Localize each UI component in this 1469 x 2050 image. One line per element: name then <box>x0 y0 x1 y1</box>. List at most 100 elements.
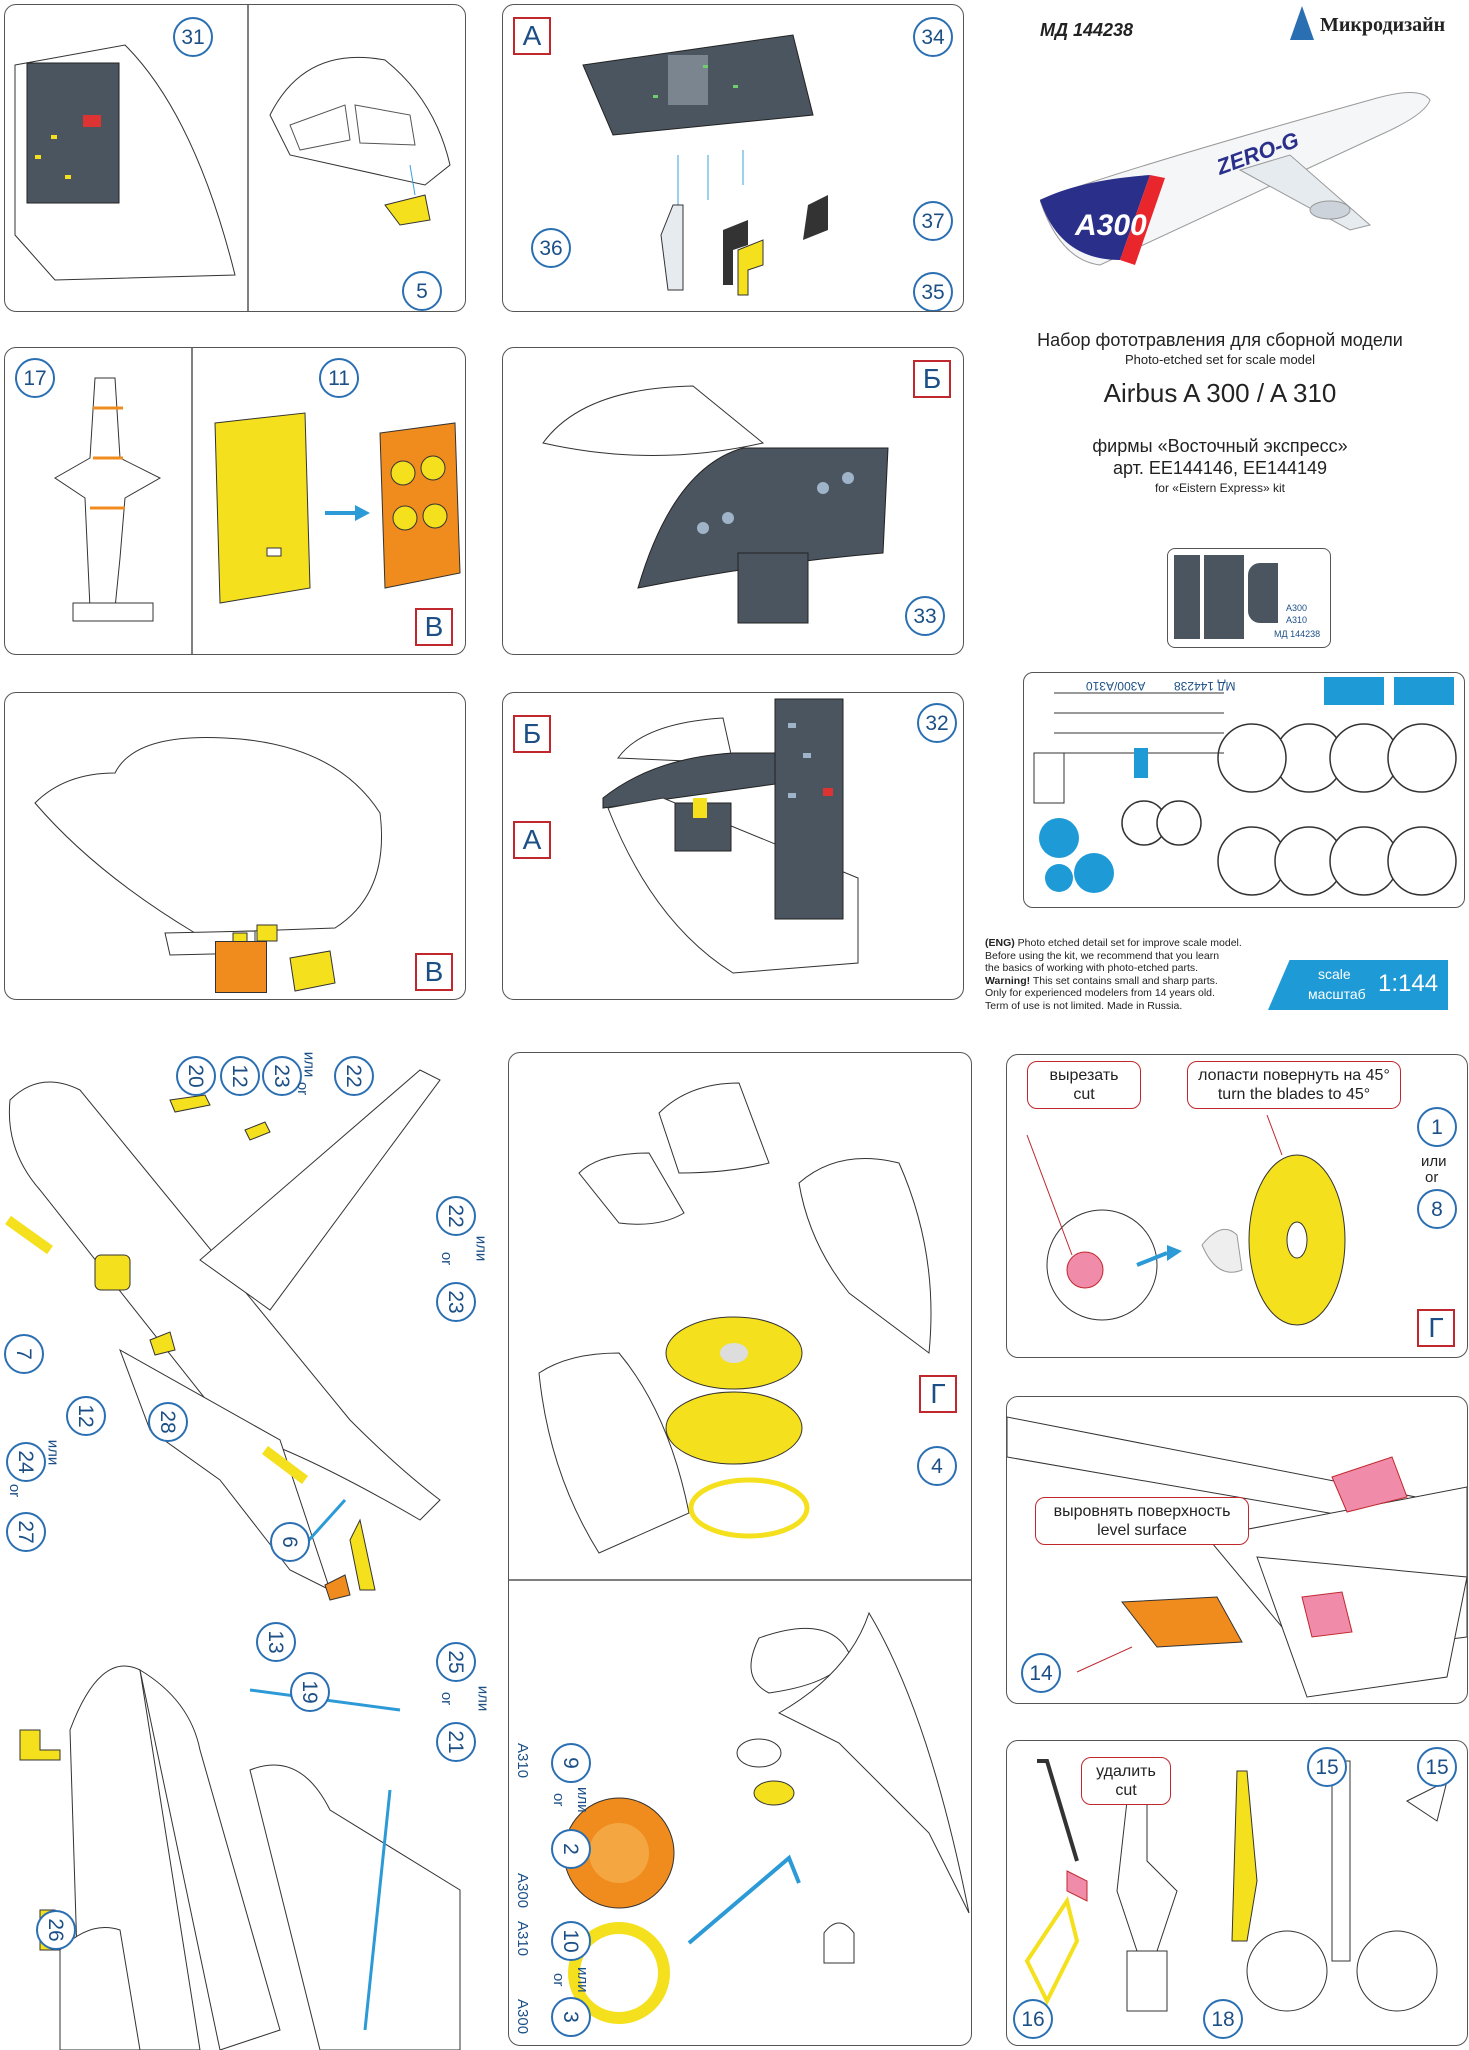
fret-label: МД 144238 <box>1174 679 1236 693</box>
or-ru-top: или <box>300 1051 318 1078</box>
or-en-top: or <box>294 1081 312 1096</box>
part-25-label: 25 <box>436 1642 476 1682</box>
or-ru-10: или <box>574 1967 591 1993</box>
letter-a-marker-assembly: А <box>513 821 551 859</box>
set-title-en: Photo-etched set for scale model <box>1124 352 1316 367</box>
level-callout: выровнять поверхность level surface <box>1035 1497 1249 1545</box>
part-22-label-top: 22 <box>334 1056 374 1096</box>
part-21-label: 21 <box>436 1722 476 1762</box>
part-15-label-right: 15 <box>1417 1747 1457 1787</box>
small-fret-thumbnail: A300 A310 МД 144238 <box>1167 548 1331 648</box>
fret-label-2: A300/A310 <box>1086 679 1146 693</box>
eng-tag: (ENG) <box>985 937 1015 949</box>
or-en-24: or <box>6 1483 24 1498</box>
letter-v-marker: В <box>415 608 453 646</box>
note-line-3: the basics of working with photo-etched … <box>985 962 1199 974</box>
wing-root-drawing <box>1007 1416 1467 1698</box>
part-10-label: 10 <box>551 1921 591 1961</box>
part-12-label-side: 12 <box>66 1396 106 1436</box>
scale-value: 1:144 <box>1378 970 1439 997</box>
part-16-label: 16 <box>1013 1999 1053 2039</box>
part-20-label: 20 <box>176 1056 216 1096</box>
cut-callout: вырезать cut <box>1027 1061 1141 1109</box>
part-35-label: 35 <box>913 272 953 311</box>
part-28-label: 28 <box>148 1402 188 1442</box>
part-4-label: 4 <box>917 1446 957 1486</box>
part-33-label: 33 <box>905 596 945 636</box>
part-2-label: 2 <box>551 1829 591 1869</box>
a300-label-3: A300 <box>514 1999 531 2035</box>
scale-badge: scale масштаб 1:144 <box>1268 960 1448 1010</box>
letter-b-marker-assembly: Б <box>513 715 551 753</box>
level-text-en: level surface <box>1097 1522 1187 1539</box>
or-ru-fan: или <box>1421 1153 1447 1170</box>
panel-pedestal-a: А 34 37 36 35 <box>502 4 964 312</box>
part-11-label: 11 <box>319 358 359 398</box>
letter-g-marker-engine: Г <box>919 1375 957 1413</box>
cut-text-en: cut <box>1073 1086 1095 1103</box>
part-6-label: 6 <box>270 1522 310 1562</box>
panel-fan-g: вырезать cut лопасти повернуть на 45° tu… <box>1006 1054 1468 1358</box>
fuselage-views-drawing <box>5 1069 461 2050</box>
remove-text-en: cut <box>1115 1782 1137 1799</box>
or-en-fan: or <box>1425 1169 1439 1186</box>
letter-b-marker-top: Б <box>913 360 951 398</box>
note-line-5: Only for experienced modelers from 14 ye… <box>985 987 1215 999</box>
part-8-label: 8 <box>1417 1189 1457 1229</box>
part-14-label: 14 <box>1021 1653 1061 1693</box>
panel-landing-gear: удалить cut 15 15 16 18 <box>1006 1740 1468 2046</box>
part-37-label: 37 <box>913 201 953 241</box>
letter-a-marker: А <box>513 17 551 55</box>
or-en-right: or <box>438 1251 456 1266</box>
letter-v-marker-nose: В <box>415 953 453 991</box>
or-en-10: or <box>550 1973 567 1987</box>
a310-label-9: A310 <box>514 1743 531 1779</box>
fan-blades-drawing <box>1026 1114 1346 1326</box>
nose-gear-bay-part <box>215 941 267 993</box>
brand-name: Микродизайн <box>1320 14 1446 36</box>
maker-ru: фирмы «Восточный экспресс» <box>1092 436 1348 456</box>
seat-and-panel-drawing <box>54 348 461 654</box>
panel-engine-g: Г 4 9 A310 или or 2 A300 10 A310 или or … <box>508 1052 972 2046</box>
letter-g-marker-fan: Г <box>1417 1309 1455 1347</box>
model-name: Airbus A 300 / A 310 <box>1103 378 1337 408</box>
blades-callout: лопасти повернуть на 45° turn the blades… <box>1187 1061 1401 1109</box>
set-title-ru: Набор фототравления для сборной модели <box>1037 330 1403 350</box>
part-32-label: 32 <box>917 703 957 743</box>
livery-type-text: A300 <box>1074 209 1147 242</box>
part-22-label-right: 22 <box>436 1196 476 1236</box>
thumb-code: МД 144238 <box>1274 629 1321 639</box>
pedestal-drawing <box>582 34 828 296</box>
or-ru-right: или <box>472 1235 490 1262</box>
a310-label-10: A310 <box>514 1921 531 1957</box>
warning-tag: Warning! <box>985 974 1031 987</box>
remove-callout: удалить cut <box>1081 1757 1171 1805</box>
scale-label-ru: масштаб <box>1308 986 1366 1002</box>
part-17-label: 17 <box>15 358 55 398</box>
remove-text-ru: удалить <box>1096 1763 1156 1780</box>
or-en-9: or <box>550 1793 567 1807</box>
maker-en: for «Eistern Express» kit <box>1154 481 1286 495</box>
blades-text-en: turn the blades to 45° <box>1217 1086 1371 1103</box>
brand-block: МД 144238 Микродизайн <box>1040 6 1460 46</box>
part-1-label: 1 <box>1417 1107 1457 1147</box>
part-27-label: 27 <box>6 1512 46 1552</box>
note-line-4: This set contains small and sharp parts. <box>1030 974 1218 987</box>
part-5-label: 5 <box>402 271 442 311</box>
dashboard-drawing <box>542 385 889 624</box>
panel-wing-root: выровнять поверхность level surface 14 <box>1006 1396 1468 1704</box>
note-line-1: Photo etched detail set for improve scal… <box>1014 937 1242 949</box>
part-34-label: 34 <box>913 17 953 57</box>
note-line-2: Before using the kit, we recommend that … <box>985 949 1220 962</box>
landing-gear-drawing <box>1024 1759 1448 2012</box>
or-en-25: or <box>438 1691 456 1706</box>
cockpit-interior-drawing <box>14 5 451 311</box>
part-36-label: 36 <box>531 228 571 268</box>
thumb-a300: A300 <box>1286 603 1308 613</box>
cut-text-ru: вырезать <box>1049 1067 1119 1084</box>
or-ru-24: или <box>44 1439 62 1466</box>
scale-label-en: scale <box>1318 966 1351 982</box>
blades-text-ru: лопасти повернуть на 45° <box>1198 1067 1390 1084</box>
a300-label-2: A300 <box>514 1873 531 1909</box>
part-26-label: 26 <box>36 1910 76 1950</box>
